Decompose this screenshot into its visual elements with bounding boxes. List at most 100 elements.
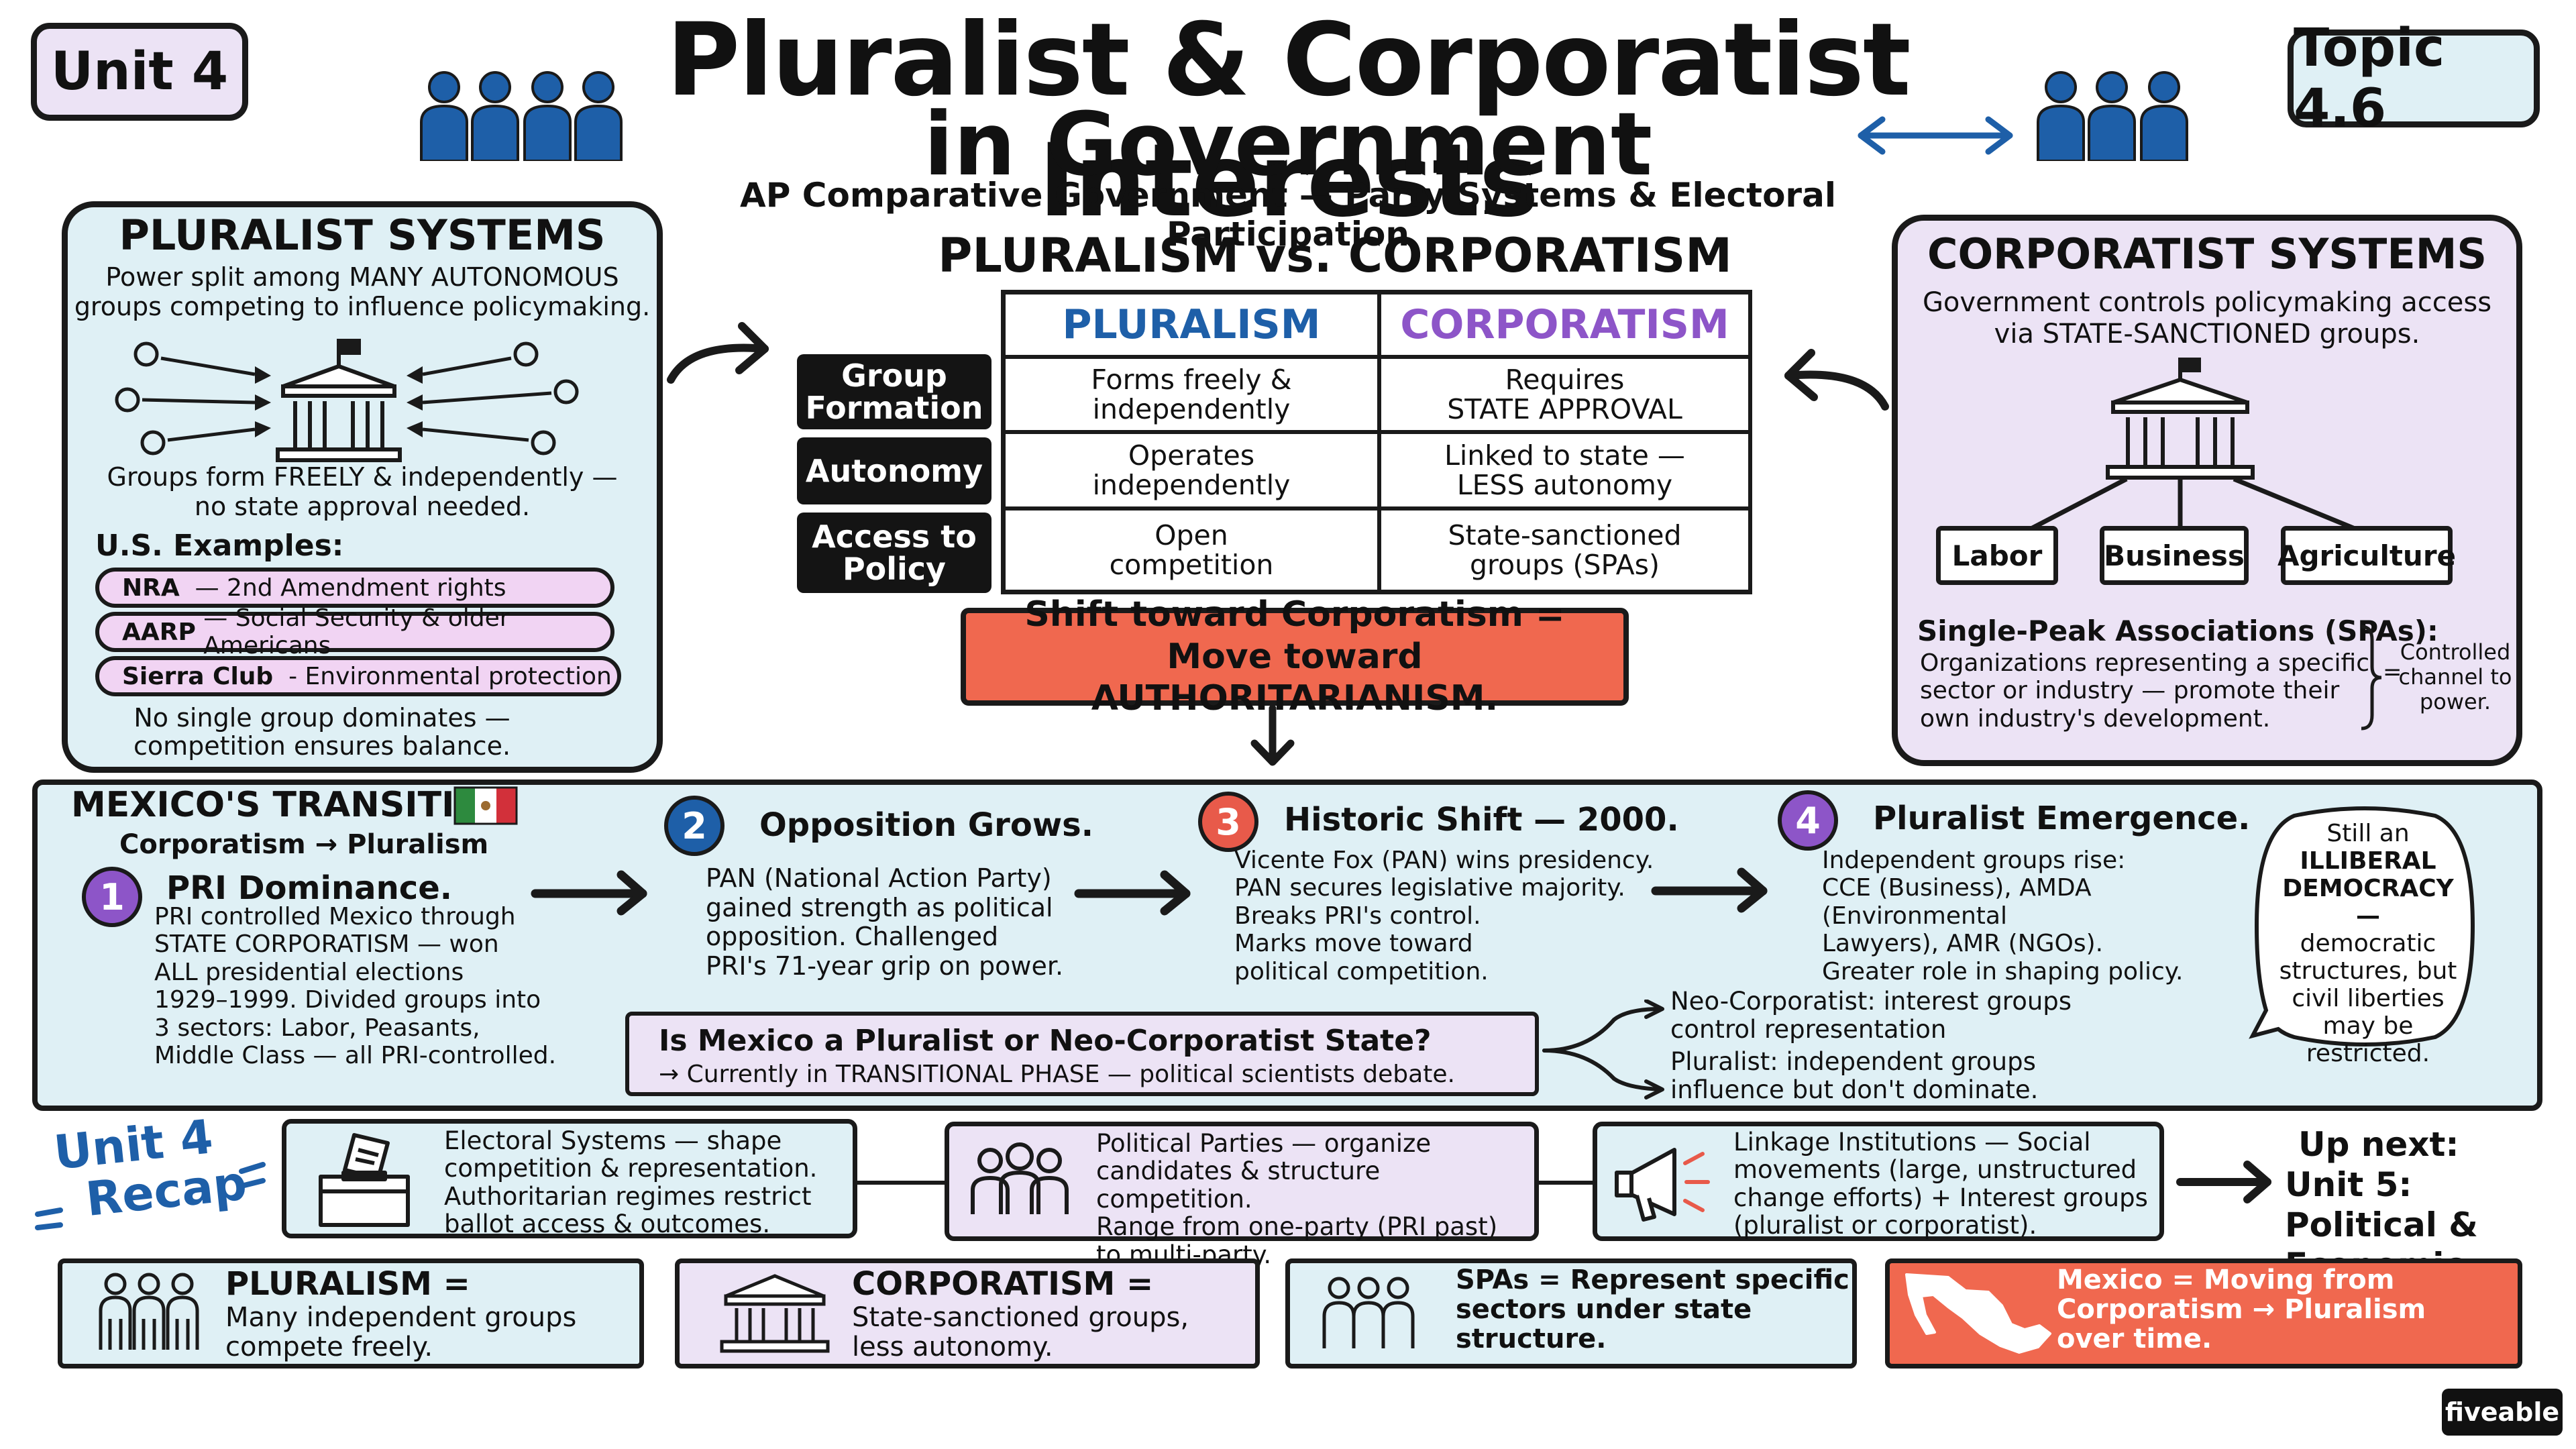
cell-line: Requires (1505, 363, 1625, 396)
megaphone-icon (1615, 1148, 1710, 1222)
row-label-line: Group (841, 357, 947, 394)
controlled-line2: channel to (2398, 663, 2512, 690)
corporatist-desc: Government controls policymaking access … (1898, 287, 2516, 350)
question-line1: Is Mexico a Pluralist or Neo-Corporatist… (659, 1024, 1432, 1058)
mexico-subtitle: Corporatism → Pluralism (119, 829, 489, 860)
step-line: Lawyers), AMR (NGOs). (1822, 930, 2104, 958)
recap-text-linkage-institutions: Linkage Institutions — Social movements … (1733, 1128, 2163, 1240)
col-header-corporatism: CORPORATISM (1381, 294, 1752, 359)
corporatist-title: CORPORATIST SYSTEMS (1927, 229, 2487, 278)
step-number-4: 4 (1778, 790, 1838, 851)
mexico-map-icon (1905, 1273, 2051, 1354)
recap-line: candidates & structure competition. (1096, 1157, 1381, 1214)
bubble-line: Still an (2326, 820, 2410, 847)
people-outline-icon (1322, 1277, 1415, 1348)
capitol-icon (2106, 358, 2255, 480)
state-hub-diagram (2025, 358, 2363, 534)
branch2-line2: influence but don't dominate. (1670, 1075, 2039, 1105)
example-pill-aarp: AARP — Social Security & older Americans (95, 604, 614, 659)
page-title-line2: in Government (923, 93, 1653, 195)
arrow-right-icon (2176, 1161, 2271, 1203)
branch-arrows-icon (1542, 1000, 1664, 1099)
recap-line: Electoral Systems — shape (444, 1126, 782, 1155)
col-header-pluralism: PLURALISM (1006, 294, 1381, 359)
sector-agriculture: Agriculture (2277, 526, 2456, 585)
arrow-right-icon (1074, 870, 1191, 916)
step-number-1: 1 (82, 867, 142, 927)
definition-pluralism-text: PLURALISM = Many independent groups comp… (225, 1265, 635, 1362)
brand-logo[interactable]: fiveable (2442, 1389, 2563, 1436)
neo-corporatist-branch: Neo-Corporatist: interest groups control… (1670, 987, 2072, 1044)
arrow-right-icon (1651, 867, 1768, 913)
double-arrow-icon (1858, 116, 2013, 155)
definition-mexico-text: Mexico = Moving from Corporatism → Plura… (2057, 1265, 2520, 1354)
sector-business: Business (2100, 526, 2249, 585)
step-line: Middle Class — all PRI-controlled. (154, 1041, 557, 1069)
cell-line: competition (1109, 549, 1274, 581)
definition-line: sectors under state (1456, 1294, 1752, 1325)
pluralist-footer: No single group dominates — competition … (67, 704, 577, 761)
pluralist-footer-line1: No single group dominates — (133, 703, 511, 733)
topic-tag-label: Topic 4.6 (2294, 18, 2445, 139)
cell-line: Operates (1128, 439, 1255, 472)
col-header-pluralism-label: PLURALISM (1062, 301, 1321, 348)
step-line: Marks move toward (1234, 930, 1473, 958)
cell-line: Linked to state — (1444, 439, 1685, 472)
shift-callout: Shift toward Corporatism =Move toward AU… (961, 594, 1629, 718)
illiberal-democracy-note: Still an ILLIBERAL DEMOCRACY — democrati… (2267, 820, 2469, 1067)
bubble-line: DEMOCRACY — (2282, 875, 2454, 930)
branch2-line1: Pluralist: independent groups (1670, 1047, 2036, 1076)
step-line: PAN (National Action Party) (706, 863, 1052, 893)
definition-line: Mexico = Moving from (2057, 1265, 2395, 1295)
arrow-right-icon (531, 870, 647, 916)
example-desc: — 2nd Amendment rights (195, 574, 506, 602)
spa-line2: sector or industry — promote their (1920, 677, 2340, 705)
step-number-3: 3 (1198, 792, 1258, 852)
page-title: Pluralist & Corporatist Interests (644, 0, 1932, 241)
sector-business-label: Business (2104, 539, 2245, 572)
cell-line: independently (1092, 393, 1291, 425)
step-number-label: 4 (1795, 799, 1821, 842)
pluralist-title: PLURALIST SYSTEMS (119, 211, 606, 260)
people-outline-icon (99, 1273, 199, 1350)
controlled-line1: Controlled (2400, 639, 2511, 665)
speech-bubble-shape (2249, 806, 2475, 1046)
people-group-icon (420, 71, 623, 161)
step-line: Independent groups rise: (1822, 847, 2126, 874)
step-text-opposition-grows: PAN (National Action Party) gained stren… (706, 863, 1108, 981)
step-line: Vicente Fox (PAN) wins presidency. (1234, 847, 1654, 874)
bubble-line: restricted. (2306, 1040, 2430, 1068)
mexico-flag-icon (453, 786, 518, 825)
bubble-line: ILLIBERAL (2300, 847, 2436, 875)
row-label-line: Access to (812, 518, 977, 555)
cell-line: STATE APPROVAL (1447, 393, 1682, 425)
step-line: opposition. Challenged (706, 922, 999, 952)
step-text-pri-dominance: PRI controlled Mexico through STATE CORP… (154, 903, 557, 1069)
cell-line: independently (1092, 469, 1291, 501)
comparison-title: PLURALISM vs. CORPORATISM (938, 228, 1732, 283)
cell-line: Open (1155, 519, 1228, 551)
recap-line: competition & representation. (444, 1154, 818, 1183)
definition-spas (1285, 1258, 1857, 1368)
row-label-line: Autonomy (805, 452, 983, 489)
definition-spas-text: SPAs = Represent specific sectors under … (1456, 1265, 1851, 1354)
step-line: PRI controlled Mexico through (154, 903, 516, 930)
row-label-line: Policy (842, 551, 947, 587)
pluralist-note: Groups form FREELY & independently — no … (67, 462, 657, 521)
pluralist-desc: Power split among MANY AUTONOMOUS groups… (67, 262, 657, 321)
step-number-2: 2 (664, 796, 724, 856)
bubble-line: democratic (2300, 930, 2436, 958)
spa-definition: Organizations representing a specific se… (1920, 649, 2369, 733)
unit-tag-label: Unit 4 (50, 42, 229, 102)
recap-line: Linkage Institutions — Social (1733, 1128, 2091, 1157)
up-next-label: Up next: (2298, 1125, 2459, 1164)
recap-card-political-parties (945, 1122, 1539, 1241)
bubble-line: structures, but (2279, 957, 2457, 985)
spa-title: Single-Peak Associations (SPAs): (1917, 614, 2438, 647)
recap-text-electoral-systems: Electoral Systems — shape competition & … (444, 1127, 847, 1238)
pluralist-desc-line1: Power split among MANY AUTONOMOUS (105, 262, 619, 292)
spa-line1: Organizations representing a specific (1920, 649, 2369, 677)
